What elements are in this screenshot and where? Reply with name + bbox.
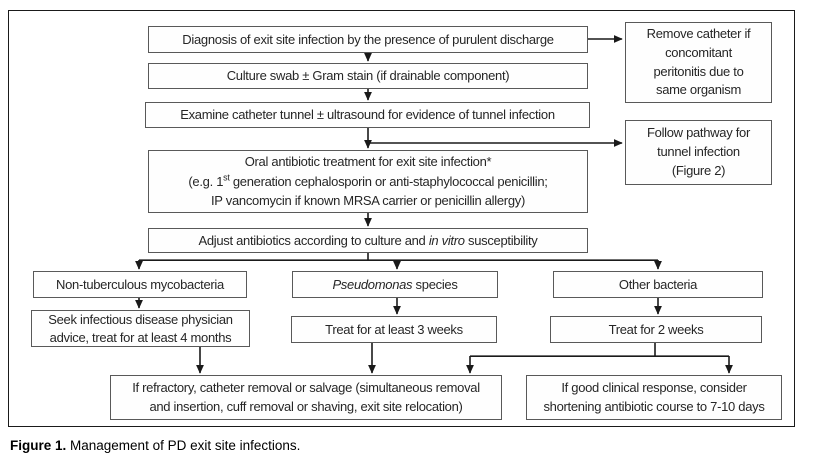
box-adjust-antibiotics-label: Adjust antibiotics according to culture … xyxy=(198,232,538,248)
box-non-tuberculous-label: Non-tuberculous mycobacteria xyxy=(56,276,224,292)
box-follow-pathway-label: Follow pathway for tunnel infection (Fig… xyxy=(647,125,750,178)
box-pseudomonas: Pseudomonas species xyxy=(292,271,498,298)
box-remove-catheter-label: Remove catheter if concomitant peritonit… xyxy=(646,25,751,98)
box-pseudomonas-label: Pseudomonas species xyxy=(332,276,458,292)
box-examine-tunnel: Examine catheter tunnel ± ultrasound for… xyxy=(145,102,590,128)
box-good-response: If good clinical response, consider shor… xyxy=(526,375,782,420)
box-refractory-label: If refractory, catheter removal or salva… xyxy=(132,379,480,414)
box-other-bacteria: Other bacteria xyxy=(553,271,763,298)
box-refractory: If refractory, catheter removal or salva… xyxy=(110,375,502,420)
box-examine-tunnel-label: Examine catheter tunnel ± ultrasound for… xyxy=(180,107,555,123)
box-remove-catheter: Remove catheter if concomitant peritonit… xyxy=(625,22,772,103)
box-adjust-antibiotics: Adjust antibiotics according to culture … xyxy=(148,228,588,253)
box-follow-pathway: Follow pathway for tunnel infection (Fig… xyxy=(625,120,772,185)
box-treat-2-weeks: Treat for 2 weeks xyxy=(550,316,762,343)
box-other-bacteria-label: Other bacteria xyxy=(618,276,698,292)
box-diagnosis-label: Diagnosis of exit site infection by the … xyxy=(182,31,554,47)
box-culture-swab: Culture swab ± Gram stain (if drainable … xyxy=(148,63,588,89)
box-seek-advice-label: Seek infectious disease physician advice… xyxy=(48,311,233,345)
box-oral-antibiotic-label: Oral antibiotic treatment for exit site … xyxy=(188,154,548,209)
figure-caption: Figure 1. Management of PD exit site inf… xyxy=(10,438,300,453)
box-seek-advice: Seek infectious disease physician advice… xyxy=(31,310,250,347)
box-diagnosis: Diagnosis of exit site infection by the … xyxy=(148,26,588,53)
figure-caption-text: Management of PD exit site infections. xyxy=(66,438,301,453)
box-treat-3-weeks-label: Treat for at least 3 weeks xyxy=(325,321,463,337)
box-treat-2-weeks-label: Treat for 2 weeks xyxy=(608,321,704,337)
box-non-tuberculous: Non-tuberculous mycobacteria xyxy=(33,271,247,298)
box-oral-antibiotic: Oral antibiotic treatment for exit site … xyxy=(148,150,588,213)
figure-caption-label: Figure 1. xyxy=(10,438,67,453)
box-good-response-label: If good clinical response, consider shor… xyxy=(543,379,765,414)
box-treat-3-weeks: Treat for at least 3 weeks xyxy=(291,316,497,343)
box-culture-swab-label: Culture swab ± Gram stain (if drainable … xyxy=(226,68,510,84)
